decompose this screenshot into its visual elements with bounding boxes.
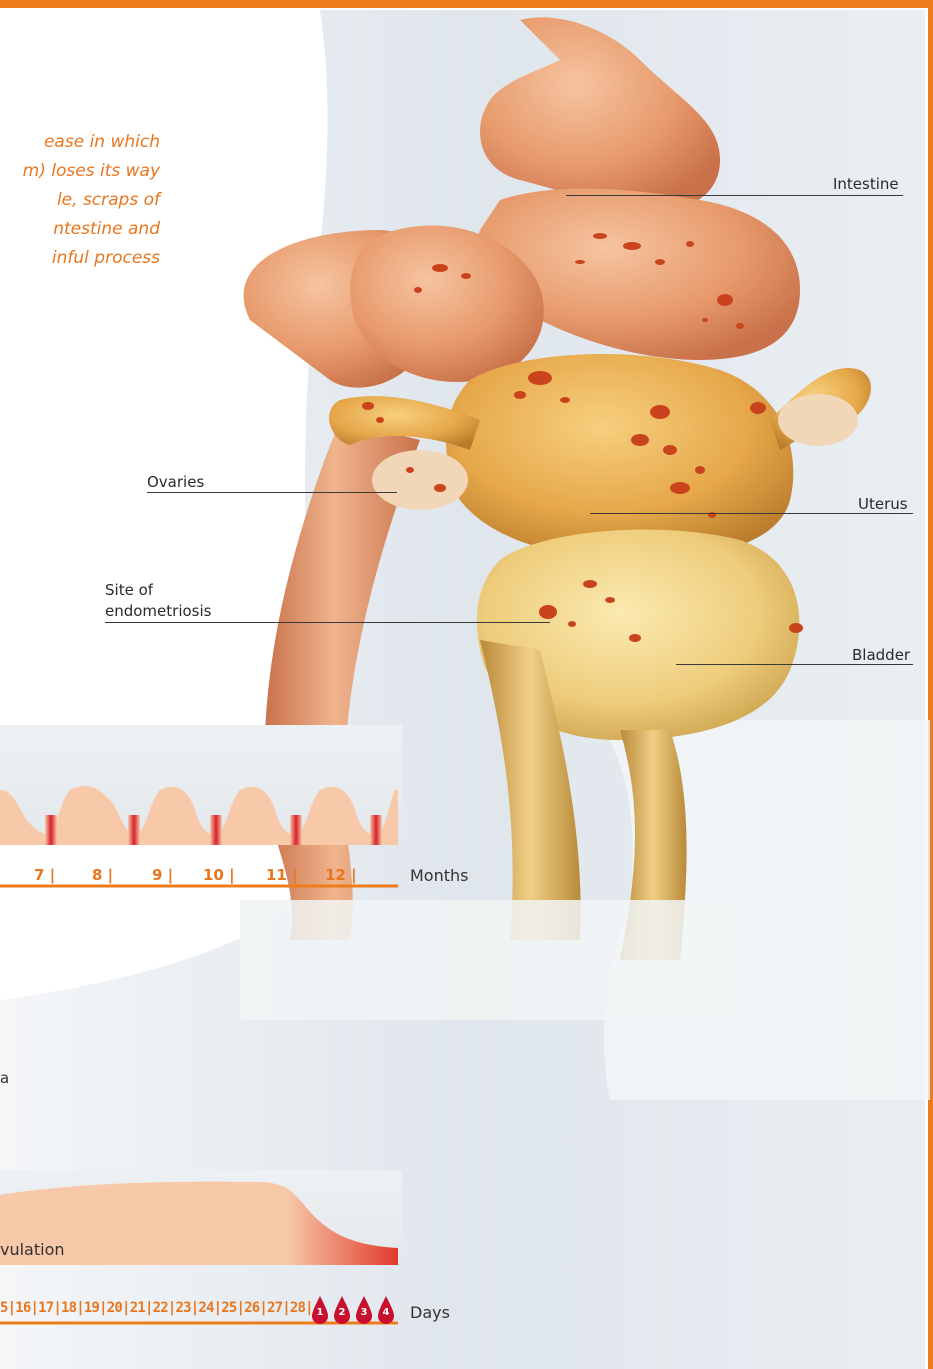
uterus-body	[446, 354, 793, 560]
label-ovaries: Ovaries	[147, 472, 204, 492]
months-caption-fragment: a	[0, 1069, 9, 1087]
label-bladder: Bladder	[852, 645, 910, 665]
body-silhouette	[0, 10, 925, 1369]
leader-bladder	[676, 664, 913, 665]
leader-intestine	[566, 195, 903, 196]
bleed-day-1: 1	[315, 1307, 325, 1318]
bleed-day-2: 2	[337, 1307, 347, 1318]
leader-uterus	[590, 513, 913, 514]
bleed-day-4: 4	[381, 1307, 391, 1318]
month-tick: 8 |	[92, 866, 113, 884]
lower-fade	[240, 900, 740, 1020]
label-site-line2: endometriosis	[105, 601, 211, 621]
bleed-day-3: 3	[359, 1307, 369, 1318]
days-axis-label: Days	[410, 1303, 450, 1322]
days-axis-ticks: 5|16|17|18|19|20|21|22|23|24|25|26|27|28…	[0, 1300, 313, 1316]
label-uterus: Uterus	[858, 494, 908, 514]
label-site-line1: Site of	[105, 580, 153, 600]
leader-site	[105, 622, 550, 623]
month-tick: 12 |	[325, 866, 357, 884]
month-tick: 9 |	[152, 866, 173, 884]
leader-ovaries	[147, 492, 397, 493]
month-tick: 10 |	[203, 866, 235, 884]
ovary-right	[778, 394, 858, 446]
ovulation-label: vulation	[0, 1240, 65, 1259]
month-tick: 7 |	[34, 866, 55, 884]
months-axis-label: Months	[410, 866, 468, 885]
label-intestine: Intestine	[833, 174, 899, 194]
month-tick: 11 |	[266, 866, 298, 884]
ovary-left	[372, 450, 468, 510]
